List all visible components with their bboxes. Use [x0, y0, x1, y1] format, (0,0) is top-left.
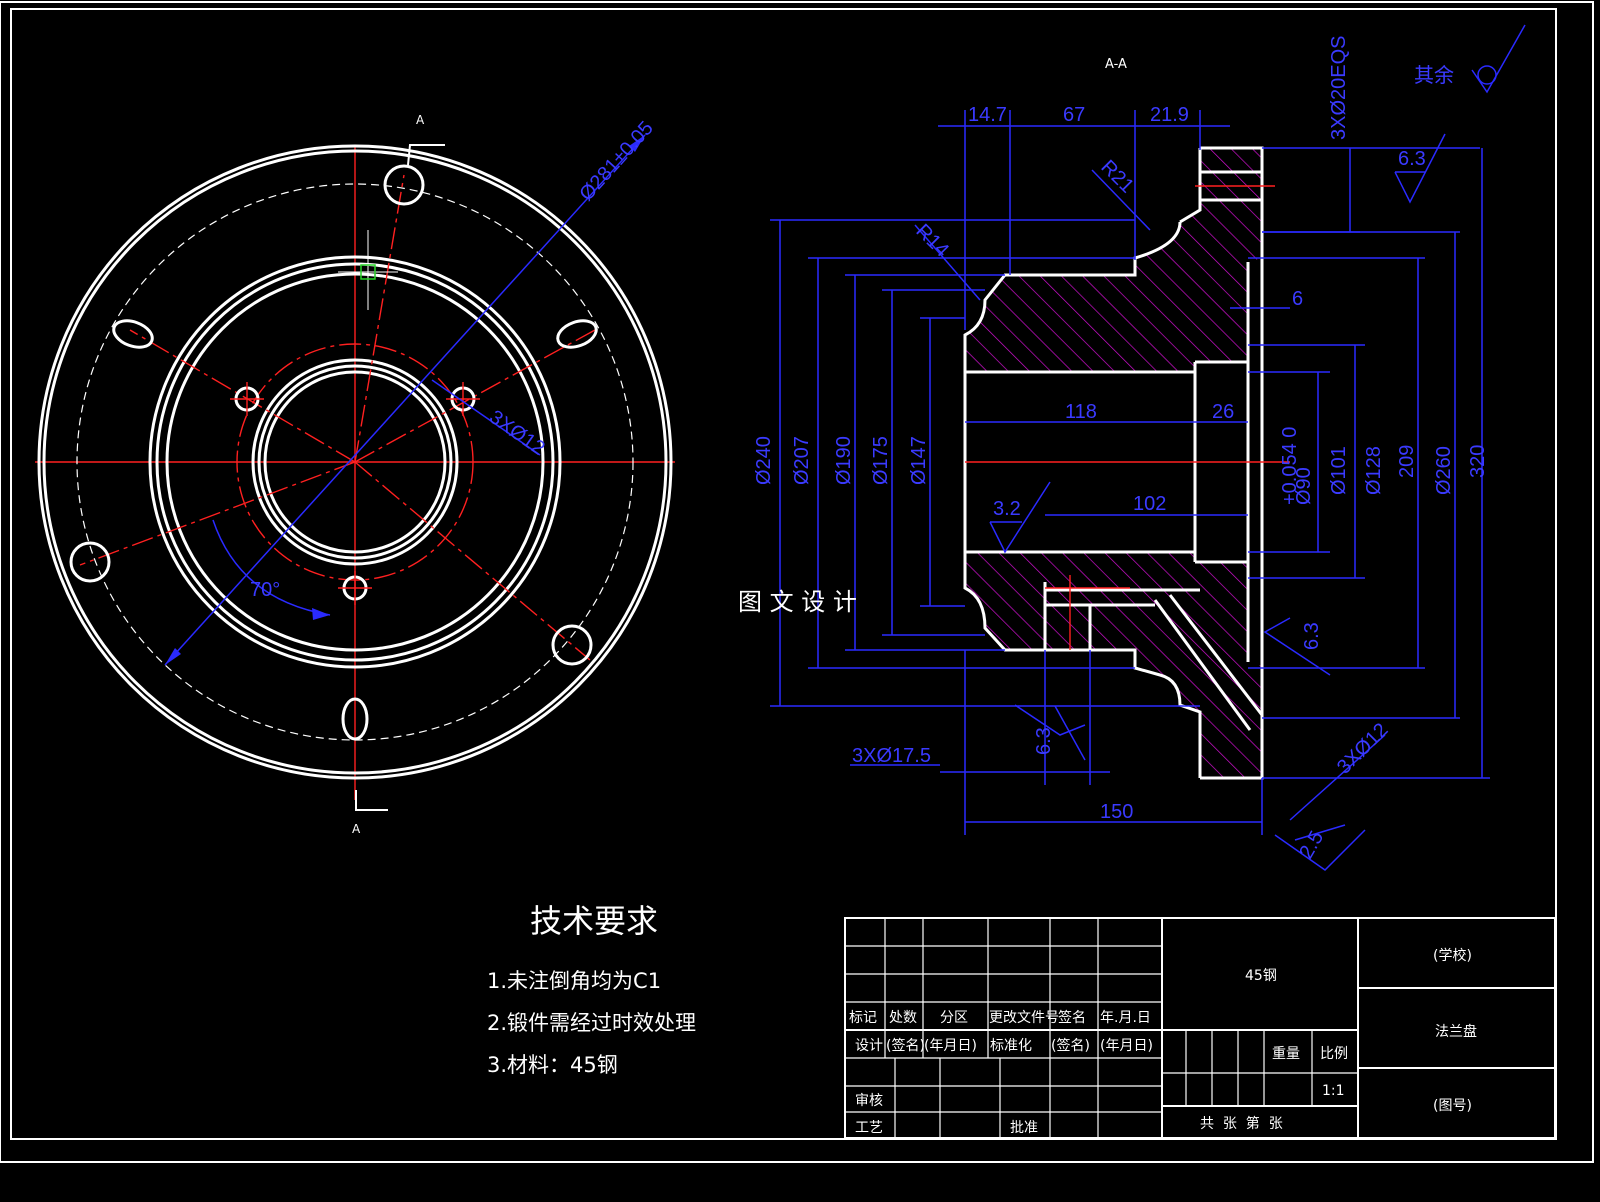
dim-3x12: 3XØ12: [1333, 719, 1393, 779]
dim-21-9: 21.9: [1150, 104, 1189, 126]
tb-sheets: 共 张 第 张: [1200, 1115, 1283, 1132]
tb-design-sign: (签名): [886, 1037, 925, 1054]
tb-h-sign: 签名: [1058, 1009, 1086, 1026]
drawing-border: [10, 8, 1557, 1140]
tech-req-item-3: 3.材料：45钢: [487, 1053, 618, 1077]
bolt-hole-top: [383, 164, 425, 206]
tb-h-zone: 分区: [940, 1010, 968, 1026]
dim-r14: R14: [911, 220, 953, 262]
tech-req-item-2: 2.锻件需经过时效处理: [487, 1011, 696, 1035]
oval-slot-right: [556, 319, 598, 349]
dim-150: 150: [1100, 801, 1133, 823]
tb-scale-value: 1:1: [1322, 1083, 1345, 1099]
tb-weight: 重量: [1272, 1046, 1300, 1062]
front-view: Ø281±0.05 3XØ12 70° A A: [35, 113, 675, 836]
tb-std-sign: (签名): [1051, 1037, 1090, 1054]
finish-32: 3.2: [993, 498, 1021, 520]
dim-26: 26: [1212, 401, 1234, 423]
tb-process: 工艺: [855, 1120, 883, 1136]
tb-drawing-no: (图号): [1433, 1098, 1472, 1114]
dim-118: 118: [1065, 401, 1097, 423]
finish-rest-label: 其余: [1414, 64, 1454, 87]
dim-d207: Ø207: [791, 436, 813, 485]
cut-mark-top: A: [416, 113, 425, 127]
section-label: A-A: [1105, 57, 1127, 72]
dim-320: 320: [1467, 445, 1489, 478]
tb-approve: 批准: [1010, 1120, 1038, 1136]
dim-tol: +0.054 0: [1279, 427, 1301, 505]
outer-frame: [0, 1, 1594, 1163]
finish-63-a: 6.3: [1398, 148, 1426, 170]
dim-6: 6: [1292, 288, 1303, 310]
finish-63-b: 6.3: [1301, 622, 1323, 650]
tb-review: 审核: [855, 1093, 883, 1109]
dim-209: 209: [1396, 445, 1418, 478]
tb-design: 设计: [855, 1038, 883, 1054]
tb-std-date: (年月日): [1100, 1038, 1153, 1054]
tb-part-name: 法兰盘: [1435, 1023, 1477, 1040]
tech-req-item-1: 1.未注倒角均为C1: [487, 969, 661, 993]
dim-d101: Ø101: [1328, 446, 1350, 495]
tb-h-date: 年.月.日: [1100, 1010, 1151, 1026]
dim-102: 102: [1133, 493, 1166, 515]
dim-d147: Ø147: [908, 436, 930, 485]
finish-25: 2.5: [1295, 827, 1328, 862]
dim-d240: Ø240: [753, 436, 775, 485]
tb-h-docno: 更改文件号: [989, 1010, 1059, 1026]
dim-3x175: 3XØ17.5: [852, 745, 931, 767]
dim-d128: Ø128: [1363, 446, 1385, 495]
bolt-hole-right: [551, 624, 593, 666]
tb-standard: 标准化: [990, 1038, 1032, 1054]
dim-r21: R21: [1096, 156, 1138, 198]
tb-school: (学校): [1433, 947, 1472, 964]
tech-requirements: 技术要求 1.未注倒角均为C1 2.锻件需经过时效处理 3.材料：45钢: [487, 902, 696, 1077]
small-holes-dim: 3XØ12: [485, 406, 549, 460]
oval-slot-bottom: [341, 697, 369, 741]
dim-d175: Ø175: [870, 436, 892, 485]
tb-material: 45钢: [1245, 968, 1277, 984]
cut-mark-bottom: A: [352, 822, 361, 836]
bolt-circle-dim: Ø281±0.05: [575, 117, 657, 205]
dim-d90: Ø90: [1293, 467, 1315, 505]
watermark: 图 文 设 计: [738, 588, 857, 616]
tech-req-title: 技术要求: [530, 902, 658, 940]
angle-dim: 70°: [250, 579, 280, 601]
bolt-hole-left: [69, 541, 111, 583]
dim-67: 67: [1063, 104, 1085, 126]
tb-design-date: (年月日): [924, 1038, 977, 1054]
oval-slot-left: [112, 319, 154, 349]
tb-h-count: 处数: [889, 1010, 917, 1026]
section-view: A-A 14.7 67: [753, 24, 1526, 871]
finish-63-c: 6.3: [1033, 727, 1055, 755]
dim-d190: Ø190: [833, 436, 855, 485]
dim-holes-top: 3XØ20EQS: [1328, 35, 1350, 140]
dim-14-7: 14.7: [968, 104, 1007, 126]
tb-scale: 比例: [1320, 1046, 1348, 1062]
title-block: 45钢 (学校) 法兰盘 (图号) 标记 处数 分区 更改文件号 签名 年.月.…: [844, 917, 1556, 1139]
dim-d260: Ø260: [1433, 446, 1455, 495]
tb-h-mark: 标记: [849, 1010, 877, 1026]
